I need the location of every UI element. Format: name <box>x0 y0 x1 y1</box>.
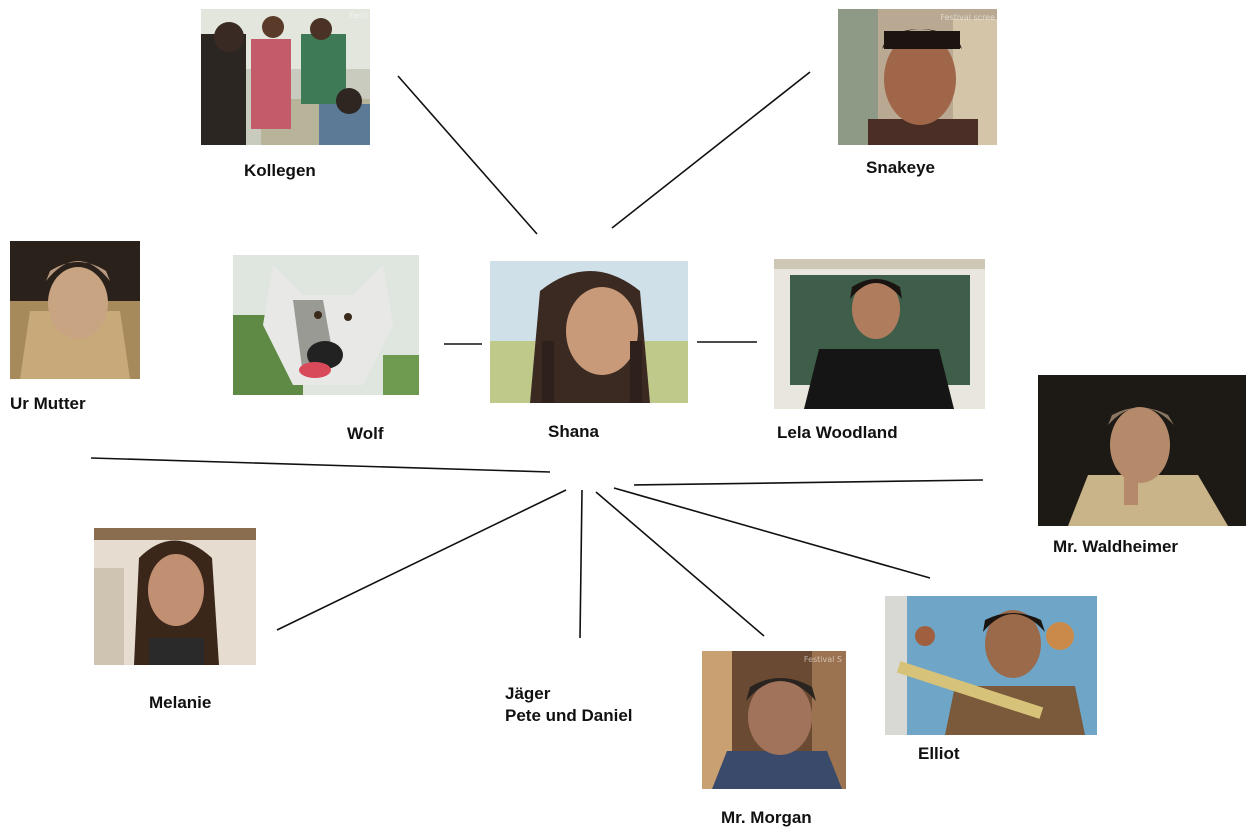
mr-morgan-label: Mr. Morgan <box>721 808 812 827</box>
mr-morgan-photo: Festival S <box>702 651 846 789</box>
shana-photo <box>490 261 688 403</box>
wolf-photo <box>233 255 419 395</box>
melanie-photo <box>94 528 256 665</box>
lela-woodland-photo <box>774 259 985 409</box>
ur-mutter-photo <box>10 241 140 379</box>
lela-woodland-label: Lela Woodland <box>777 423 898 442</box>
edge-waldheimer-hub <box>633 479 984 486</box>
shana-label: Shana <box>548 422 600 441</box>
kollegen-watermark: Festi <box>349 11 368 20</box>
kollegen-photo: Festi <box>201 9 370 145</box>
edge-snakeye-shana <box>611 71 811 229</box>
snakeye-watermark: Festival scree <box>940 13 995 22</box>
kollegen-label: Kollegen <box>244 161 316 180</box>
edge-elliot-hub <box>613 487 931 579</box>
snakeye-label: Snakeye <box>866 158 935 177</box>
edge-urmutter-hub <box>90 457 551 473</box>
edge-morgan-hub <box>595 491 765 637</box>
jaeger-label-line2: Pete und Daniel <box>505 706 633 725</box>
jaeger-label-line1: Jäger <box>505 684 551 703</box>
edge-jaeger-hub <box>579 489 583 639</box>
edge-kollegen-shana <box>397 75 538 235</box>
melanie-label: Melanie <box>149 693 212 712</box>
wolf-label: Wolf <box>347 424 384 443</box>
elliot-photo <box>885 596 1097 735</box>
mr-waldheimer-label: Mr. Waldheimer <box>1053 537 1179 556</box>
mr-morgan-watermark: Festival S <box>803 655 842 664</box>
snakeye-photo: Festival scree <box>838 9 997 145</box>
mr-waldheimer-photo <box>1038 375 1246 526</box>
edge-melanie-hub <box>276 489 567 631</box>
ur-mutter-label: Ur Mutter <box>10 394 86 413</box>
elliot-label: Elliot <box>918 744 960 763</box>
